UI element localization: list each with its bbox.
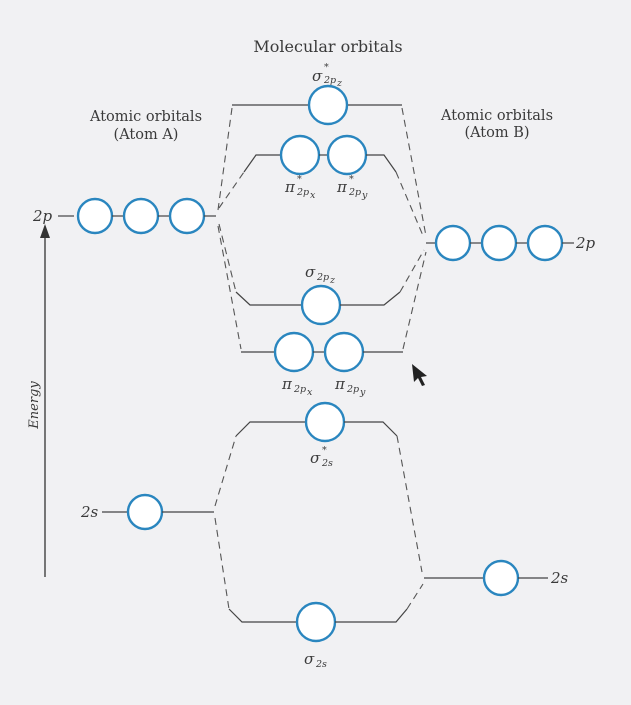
sigma-2s-left-line	[228, 608, 297, 623]
sigma-2pz-left-line	[235, 291, 302, 306]
sigma-2s-star-left-line	[235, 421, 306, 437]
pi-2p-star-right-line	[366, 154, 397, 173]
dash-a2p-to-pi-2p	[217, 225, 242, 350]
dash-a2p-to-sigma-2pz	[218, 223, 237, 293]
sigma-2s-orbital	[295, 601, 337, 643]
pi-2py-star-orbital	[326, 134, 368, 176]
atom-b-heading-line2: (Atom B)	[464, 125, 529, 141]
pi-2p-star-left-line	[243, 154, 280, 173]
dash-b2s-to-sigma-2s-star	[396, 435, 423, 573]
dash-b2p-to-sigma-2pz-star	[401, 107, 427, 237]
mouse-cursor-icon	[412, 364, 427, 386]
atom-a-2p-orbital-1	[76, 197, 114, 235]
dash-a2s-to-sigma-2s	[214, 517, 230, 610]
atom-b-2p-label: 2p	[575, 234, 596, 252]
mo-label-sigma-2s-star: σ*2s	[310, 445, 333, 469]
dash-b2s-to-sigma-2s	[406, 583, 424, 610]
atom-b-2s-orbital	[482, 559, 520, 597]
sigma-2s-star-orbital	[304, 401, 346, 443]
atom-b-2p-orbital-2	[480, 224, 518, 262]
atom-b-2p-orbital-3	[526, 224, 564, 262]
dash-b2p-to-sigma-2pz	[399, 249, 425, 293]
pi-2py-orbital	[323, 331, 365, 373]
mo-label-pi-2px-star: π*2px	[284, 174, 316, 201]
atom-b-2s-label: 2s	[550, 569, 569, 587]
diagram-title: Molecular orbitals	[253, 37, 402, 56]
atom-a-2p-orbital-3	[168, 197, 206, 235]
atom-a-2p-orbital-2	[122, 197, 160, 235]
mo-label-pi-2py-star: π*2py	[336, 174, 368, 201]
mo-label-sigma-2pz-star: σ*2pz	[312, 62, 343, 89]
sigma-2s-right-line	[335, 608, 408, 623]
atom-a-2p-label: 2p	[32, 207, 53, 225]
atom-a-2s-orbital	[126, 493, 164, 531]
energy-axis-label: Energy	[27, 381, 42, 430]
atom-a-2s-label: 2s	[80, 503, 99, 521]
dash-a2p-to-sigma-2pz-star	[217, 107, 233, 211]
pi-2px-orbital	[273, 331, 315, 373]
atom-b-heading-line1: Atomic orbitals	[440, 108, 553, 124]
atom-a-heading-line1: Atomic orbitals	[89, 109, 202, 125]
dash-b2p-to-pi-2p	[402, 251, 427, 350]
dash-a2s-to-sigma-2s-star	[214, 435, 237, 507]
sigma-2pz-star-orbital	[307, 84, 349, 126]
pi-2px-star-orbital	[279, 134, 321, 176]
sigma-2pz-orbital	[300, 284, 342, 326]
energy-axis-arrowhead	[40, 224, 50, 238]
sigma-2pz-right-line	[340, 291, 401, 306]
sigma-2s-star-right-line	[344, 421, 398, 437]
dash-a2p-to-pi-2p-star	[218, 171, 245, 209]
atom-a-heading-line2: (Atom A)	[114, 127, 179, 143]
atom-b-2p-orbital-1	[434, 224, 472, 262]
